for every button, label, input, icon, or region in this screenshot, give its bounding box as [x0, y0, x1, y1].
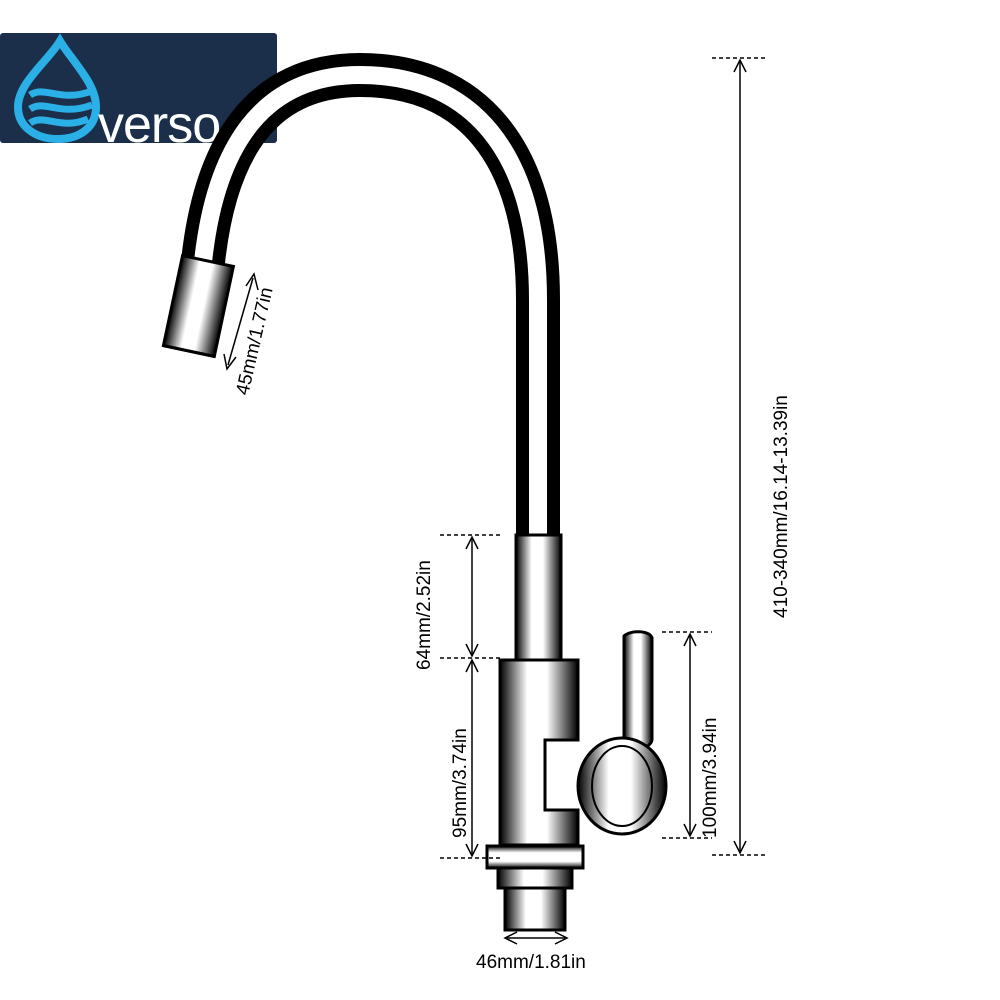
faucet-upper-stem — [514, 533, 563, 662]
faucet-handle — [576, 630, 668, 836]
faucet-spout — [161, 52, 560, 535]
brand-wordmark: verso — [98, 96, 221, 154]
dimension-lines — [223, 57, 768, 945]
body-height-dimension: 95mm/3.74in — [450, 728, 471, 838]
base-width-dimension: 46mm/1.81in — [476, 952, 586, 973]
spout-nozzle — [161, 253, 236, 359]
upper-stem-dimension: 64mm/2.52in — [414, 560, 435, 670]
faucet-base — [485, 844, 585, 932]
handle-height-dimension: 100mm/3.94in — [700, 718, 721, 838]
spout-outlet-dimension: 45mm/1.77in — [232, 285, 277, 397]
total-height-dimension: 410-340mm/16.14-13.39in — [771, 395, 792, 618]
water-drop-icon — [13, 33, 101, 143]
faucet-body — [498, 658, 580, 847]
brand-logo: verso ® — [0, 33, 277, 154]
